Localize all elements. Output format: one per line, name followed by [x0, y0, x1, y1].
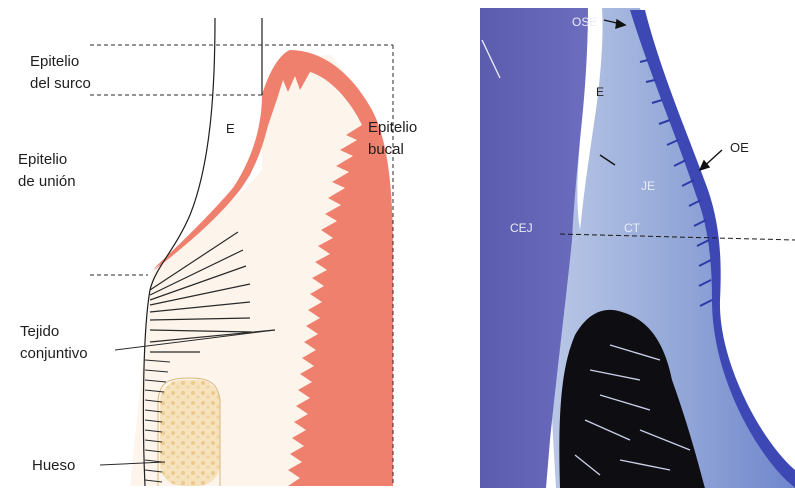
- label-oe: OE: [730, 140, 749, 155]
- label-epitelio-bucal-1: Epitelio: [368, 119, 417, 136]
- label-epitelio-bucal-2: bucal: [368, 141, 404, 158]
- label-ct: CT: [624, 221, 641, 235]
- label-tejido-1: Tejido: [20, 323, 59, 340]
- label-hueso: Hueso: [32, 457, 75, 474]
- bone-region: [160, 380, 220, 486]
- label-tejido-2: conjuntivo: [20, 345, 88, 362]
- label-epitelio-union-2: de unión: [18, 173, 76, 190]
- histology-micrograph: OSE E OE JE CEJ CT: [478, 6, 795, 488]
- label-ose: OSE: [572, 15, 597, 29]
- label-cej: CEJ: [510, 221, 533, 235]
- label-epitelio-surco-1: Epitelio: [30, 53, 79, 70]
- label-enamel-space: E: [226, 121, 235, 136]
- label-e: E: [596, 85, 604, 99]
- label-epitelio-union-1: Epitelio: [18, 151, 67, 168]
- label-je: JE: [641, 179, 655, 193]
- schematic-diagram: Epitelio del surco Epitelio de unión Epi…: [18, 18, 417, 486]
- label-epitelio-surco-2: del surco: [30, 75, 91, 92]
